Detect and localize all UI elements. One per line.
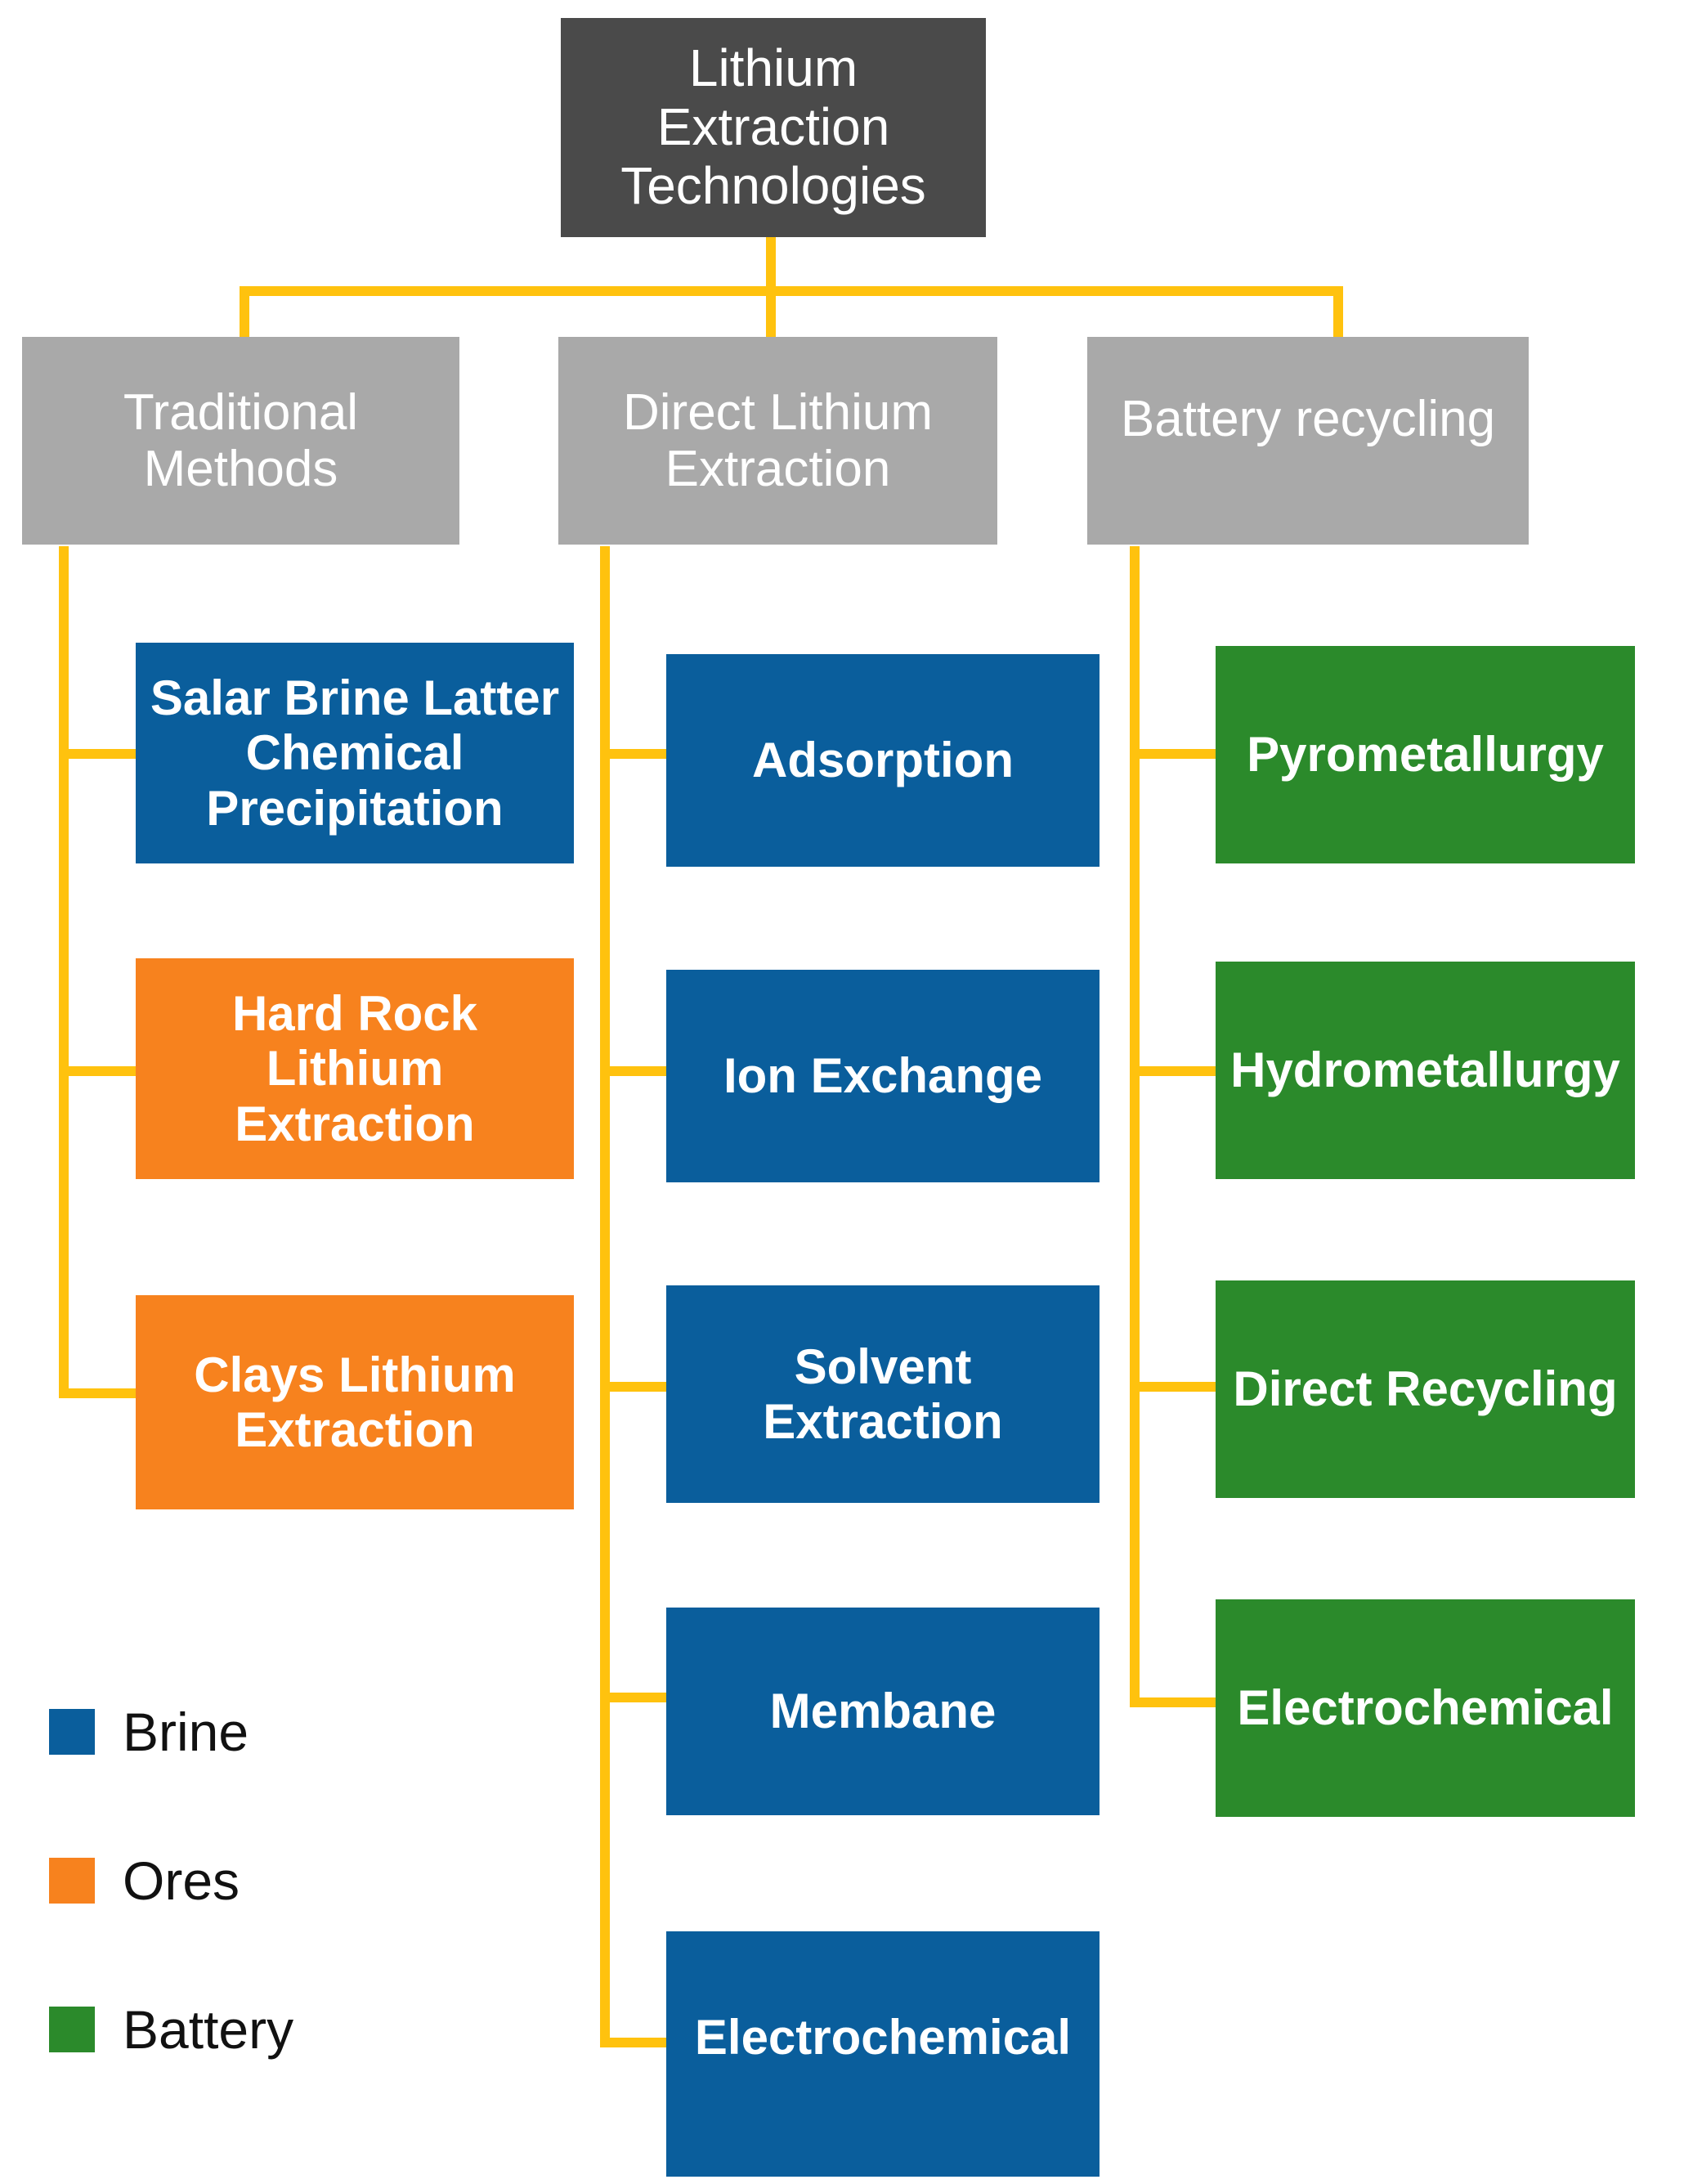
node-branch-battery-recycling[interactable]: Battery recycling [1087,337,1529,545]
node-leaf-label: Direct Recycling [1233,1361,1618,1417]
connector-spine-col1 [59,546,69,1398]
connector-stub-col3-3 [1130,1382,1220,1392]
node-branch-direct-lithium-extraction[interactable]: Direct Lithium Extraction [558,337,997,545]
connector-stub-col2-2 [600,1066,670,1076]
node-branch-label: Battery recycling [1120,391,1496,447]
node-branch-label: Direct Lithium Extraction [623,383,933,497]
node-leaf-pyrometallurgy[interactable]: Pyrometallurgy [1216,646,1635,863]
node-leaf-label: Membane [769,1684,997,1739]
connector-stub-col2-3 [600,1382,670,1392]
node-leaf-label: Pyrometallurgy [1247,727,1604,783]
connector-stub-col2-1 [600,749,670,759]
node-leaf-clays[interactable]: Clays Lithium Extraction [136,1295,574,1509]
node-leaf-ion-exchange[interactable]: Ion Exchange [666,970,1100,1182]
connector-bus-drop-3 [1333,286,1343,342]
node-leaf-label: Hard Rock Lithium Extraction [231,986,478,1151]
node-root[interactable]: Lithium Extraction Technologies [561,18,986,237]
legend-label-brine: Brine [123,1702,249,1762]
connector-stub-col2-5 [600,2038,670,2047]
connector-root-stem [766,235,776,293]
legend-item-brine: Brine [49,1701,249,1763]
node-leaf-hard-rock[interactable]: Hard Rock Lithium Extraction [136,958,574,1179]
node-leaf-salar-brine[interactable]: Salar Brine Latter Chemical Precipitatio… [136,643,574,863]
node-leaf-electrochemical-battery[interactable]: Electrochemical [1216,1599,1635,1817]
node-leaf-label: Adsorption [752,733,1014,788]
node-leaf-label: Solvent Extraction [763,1339,1003,1449]
connector-stub-col3-2 [1130,1066,1220,1076]
connector-bus-drop-2 [766,286,776,342]
connector-stub-col1-1 [59,749,137,759]
node-leaf-label: Electrochemical [1237,1680,1614,1736]
connector-stub-col1-2 [59,1066,137,1076]
node-leaf-label: Ion Exchange [723,1048,1043,1104]
node-leaf-hydrometallurgy[interactable]: Hydrometallurgy [1216,962,1635,1179]
node-root-label: Lithium Extraction Technologies [620,38,926,215]
node-leaf-direct-recycling[interactable]: Direct Recycling [1216,1280,1635,1498]
legend-item-ores: Ores [49,1850,240,1912]
node-leaf-electrochemical-dle[interactable]: Electrochemical [666,1931,1100,2177]
legend-swatch-brine [49,1709,95,1755]
connector-stub-col1-3 [59,1388,137,1398]
legend-label-battery: Battery [123,1999,294,2060]
connector-spine-col2 [600,546,610,2047]
connector-bus-drop-1 [240,286,249,342]
node-branch-label: Traditional Methods [123,383,359,497]
legend-swatch-ores [49,1858,95,1904]
node-leaf-label: Clays Lithium Extraction [194,1347,516,1457]
connector-root-bus [240,286,1343,296]
node-leaf-label: Electrochemical [694,2010,1072,2065]
legend-item-battery: Battery [49,1998,293,2061]
connector-spine-col3 [1130,546,1140,1707]
connector-stub-col2-4 [600,1693,670,1702]
node-leaf-adsorption[interactable]: Adsorption [666,654,1100,867]
legend-label-ores: Ores [123,1850,240,1911]
node-branch-traditional-methods[interactable]: Traditional Methods [22,337,459,545]
node-leaf-solvent-extraction[interactable]: Solvent Extraction [666,1285,1100,1503]
node-leaf-label: Salar Brine Latter Chemical Precipitatio… [150,670,560,836]
connector-stub-col3-1 [1130,749,1220,759]
legend-swatch-battery [49,2007,95,2052]
connector-stub-col3-4 [1130,1697,1220,1707]
node-leaf-label: Hydrometallurgy [1230,1043,1620,1098]
node-leaf-membane[interactable]: Membane [666,1608,1100,1815]
